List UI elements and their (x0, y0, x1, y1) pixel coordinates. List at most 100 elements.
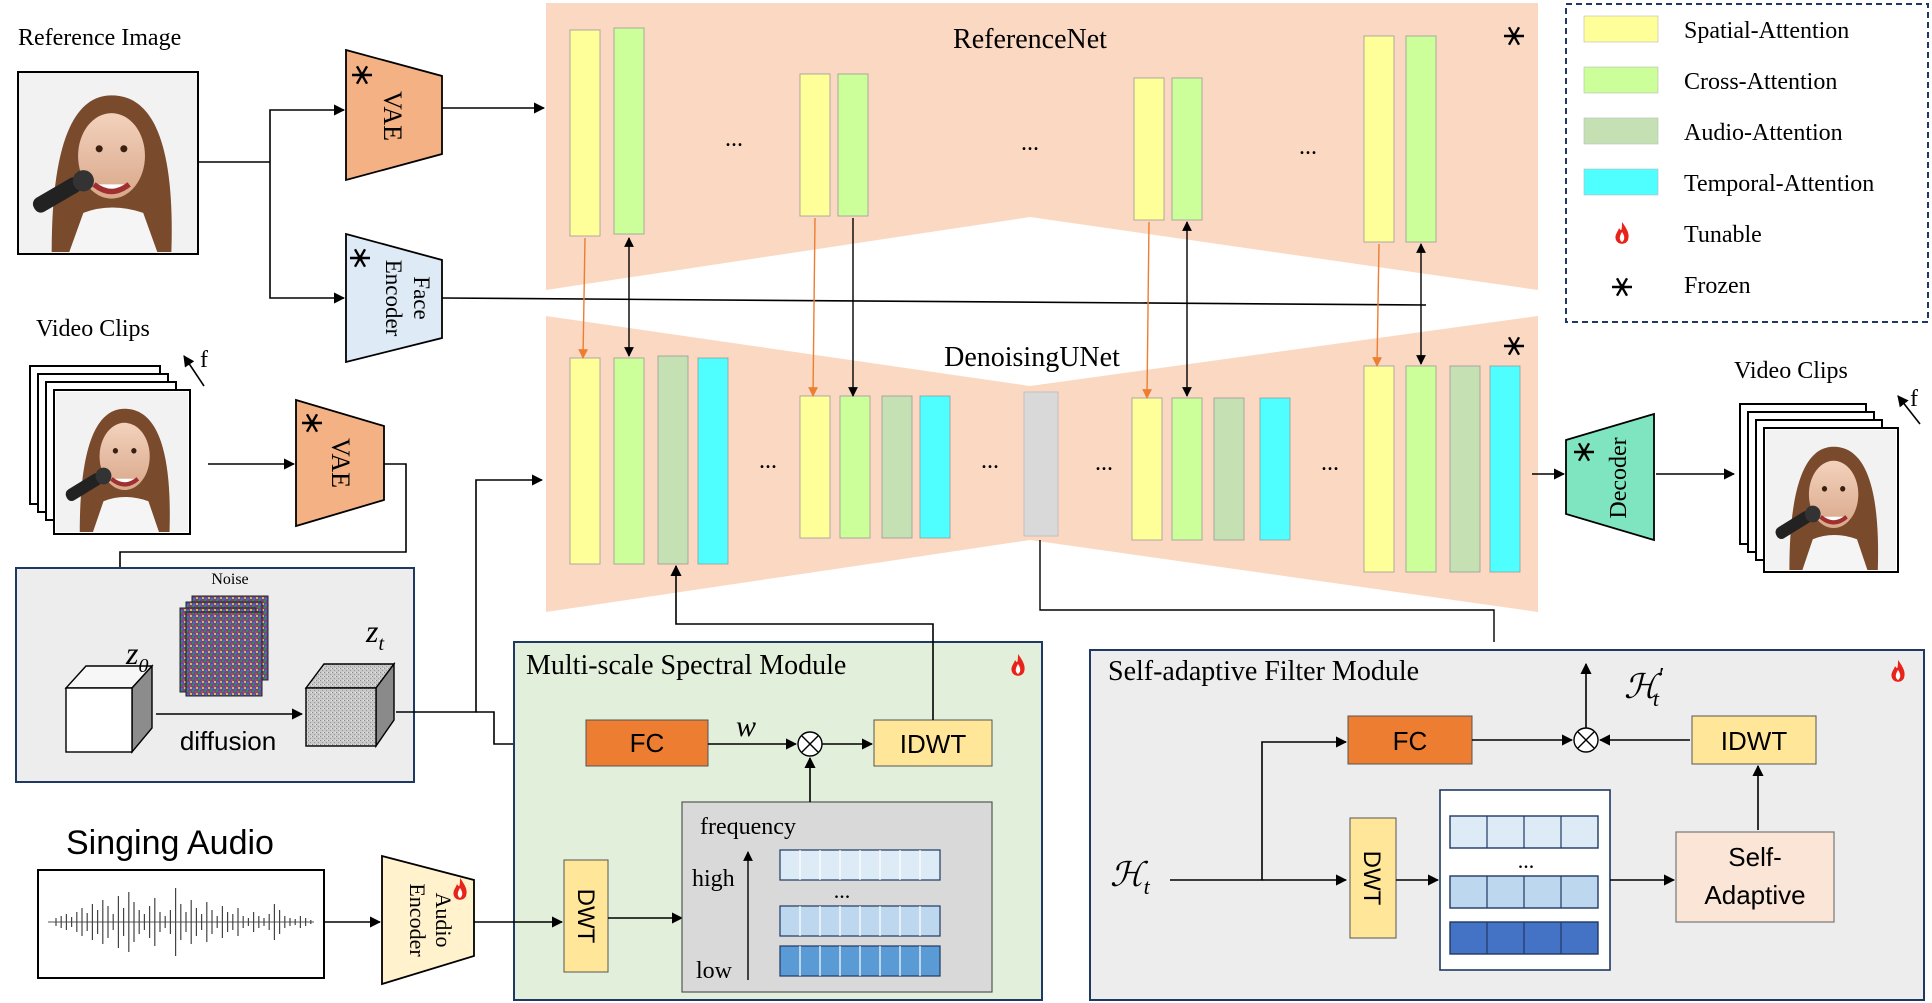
spatial-attention-block (569, 29, 601, 237)
diffusion-label: diffusion (180, 726, 276, 756)
frame-axis-out-label: f (1910, 386, 1918, 412)
cross-attention-block (613, 27, 645, 235)
video-clips-input-stack (29, 365, 191, 535)
safm-dwt-block (1349, 817, 1397, 939)
frequency-label: frequency (700, 814, 796, 840)
legend-swatch (1583, 15, 1659, 43)
ellipsis: ... (834, 878, 851, 903)
legend-label: Temporal-Attention (1684, 171, 1874, 197)
spatial-attention-block (1131, 397, 1163, 541)
legend-swatch (1583, 117, 1659, 145)
temporal-attention-block (697, 357, 729, 565)
spatial-attention-block (799, 73, 831, 217)
h-input-label: ℋt (1110, 857, 1151, 899)
safm-multiply-icon (1573, 727, 1599, 753)
audio-attention-block (657, 355, 689, 565)
spatial-attention-block (1363, 35, 1395, 243)
safm-idwt-label: IDWT (1721, 726, 1788, 756)
spatial-attention-block (569, 357, 601, 565)
cross-attention-block (839, 395, 871, 539)
vae-encoder-video: VAE (295, 398, 385, 528)
frame-axis-in-label: f (200, 347, 208, 373)
high-label: high (692, 866, 735, 892)
noise-label: Noise (211, 571, 248, 588)
msm-idwt-block (873, 719, 993, 767)
cross-attention-block (1171, 397, 1203, 541)
vae-reference-label: VAE (378, 91, 407, 141)
decoder-label: Decoder (1606, 437, 1632, 518)
latent-zt-cube (304, 661, 396, 749)
self-adaptive-block (1675, 831, 1835, 923)
w-label: w (736, 710, 756, 743)
frame-axis-in (183, 355, 205, 387)
frame-axis-out (1897, 395, 1921, 425)
temporal-attention-block (1259, 397, 1291, 541)
cross-attention-block (1171, 77, 1203, 221)
idwt-to-unet-arrow (670, 564, 934, 720)
zt-label: zt (365, 613, 384, 655)
h-to-fc-arrow (1170, 736, 1348, 881)
temporal-attention-block (1489, 365, 1521, 573)
msm-dwt-label: DWT (572, 889, 599, 944)
legend-label: Audio-Attention (1684, 120, 1843, 146)
face-encoder-label-1: Face (409, 276, 434, 319)
low-label: low (696, 958, 733, 984)
noise-volume (179, 595, 269, 697)
spatial-attention-block (799, 395, 831, 539)
legend-swatch (1583, 168, 1659, 196)
latent-z0-cube (64, 664, 154, 754)
ellipsis: ... (725, 126, 743, 152)
legend-label: Tunable (1684, 222, 1762, 248)
vae-video-label: VAE (326, 438, 355, 488)
vae-encoder-reference: VAE (345, 48, 443, 182)
safm-dwt-label: DWT (1358, 851, 1385, 906)
safm-title: Self-adaptive Filter Module (1108, 656, 1419, 687)
decoder: Decoder (1565, 412, 1655, 542)
singing-audio-label: Singing Audio (66, 824, 274, 862)
reference-image (17, 71, 199, 255)
spatial-attention-block (1133, 77, 1165, 221)
safm-band-rows (1449, 815, 1599, 955)
audio-encoder-label-1: Audio (431, 893, 456, 948)
cross-attention-block (1405, 35, 1437, 243)
face-encoder: Face Encoder (345, 232, 443, 364)
self-adaptive-label-2: Adaptive (1704, 880, 1805, 910)
ellipsis: ... (1518, 848, 1535, 873)
temporal-attention-block (919, 395, 951, 539)
video-clips-output-stack (1739, 403, 1899, 573)
ellipsis: ... (981, 448, 999, 474)
cross-attention-block (1405, 365, 1437, 573)
reference-image-label: Reference Image (18, 25, 181, 51)
safm-fc-label: FC (1393, 726, 1428, 756)
self-adaptive-label-1: Self- (1728, 842, 1781, 872)
spatial-attention-block (1363, 365, 1395, 573)
legend-label: Cross-Attention (1684, 69, 1837, 95)
middle-block (1023, 391, 1059, 537)
ellipsis: ... (1321, 450, 1339, 476)
msm-dwt-block (563, 859, 609, 973)
reference-net-blocks (569, 27, 1437, 243)
cross-attention-block (613, 357, 645, 565)
cross-attention-block (837, 73, 869, 217)
frequency-band-rows (779, 849, 941, 977)
cross-attention-links (624, 218, 1426, 397)
denoising-unet-blocks (569, 355, 1521, 573)
audio-waveform (48, 888, 314, 956)
msm-idwt-label: IDWT (900, 729, 967, 759)
ellipsis: ... (1021, 130, 1039, 156)
h-prime-output-label: ℋ′t (1624, 664, 1664, 711)
audio-encoder-label-2: Encoder (405, 883, 430, 957)
legend-label: Frozen (1684, 273, 1751, 299)
denoising-unet-label: DenoisingUNet (944, 342, 1120, 373)
z0-label: z0 (125, 635, 148, 677)
safm-idwt-block (1691, 715, 1817, 765)
msm-multiply-icon (797, 731, 823, 757)
ellipsis: ... (759, 448, 777, 474)
audio-encoder: Audio Encoder (381, 854, 475, 986)
msm-fc-block (585, 719, 709, 767)
legend-swatch (1583, 66, 1659, 94)
audio-attention-block (1449, 365, 1481, 573)
legend-box (1565, 3, 1929, 323)
video-clips-input-label: Video Clips (36, 316, 150, 342)
face-encoder-label-2: Encoder (381, 260, 406, 337)
